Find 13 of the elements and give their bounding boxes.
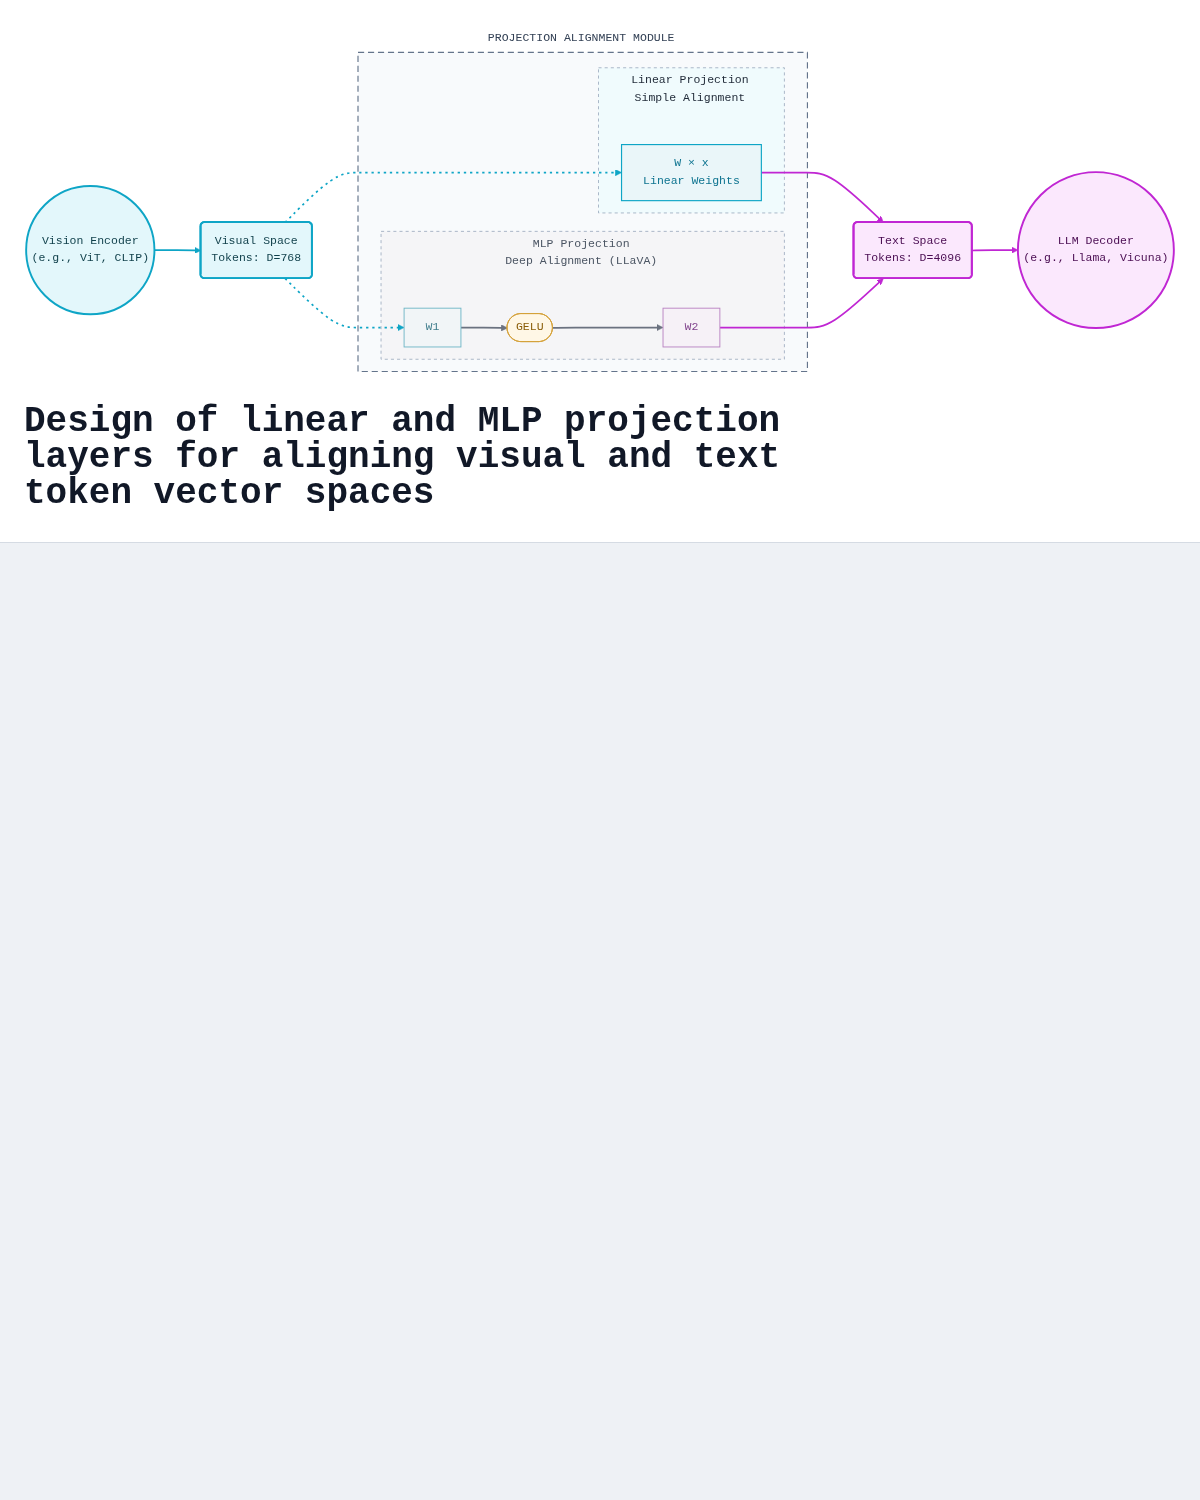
arrow	[284, 277, 405, 331]
node-circle: LLM Decoder (e.g., Llama, Vicuna)	[1016, 171, 1175, 329]
node-label: PROJECTION ALIGNMENT MODULE	[487, 31, 675, 45]
cluster	[357, 51, 808, 373]
arrow	[551, 324, 664, 331]
arrow	[460, 324, 508, 332]
node-box: W1	[403, 307, 462, 348]
node-box: W2	[662, 307, 721, 348]
arrow	[971, 246, 1019, 254]
title: Design of linear and MLP projection layers for aligning visual and text token vector spaces	[24, 403, 782, 512]
node-circle: Vision Encoder (e.g., ViT, CLIP)	[25, 185, 156, 316]
arrow	[719, 278, 884, 329]
node-box: W × x Linear Weights	[620, 144, 762, 202]
